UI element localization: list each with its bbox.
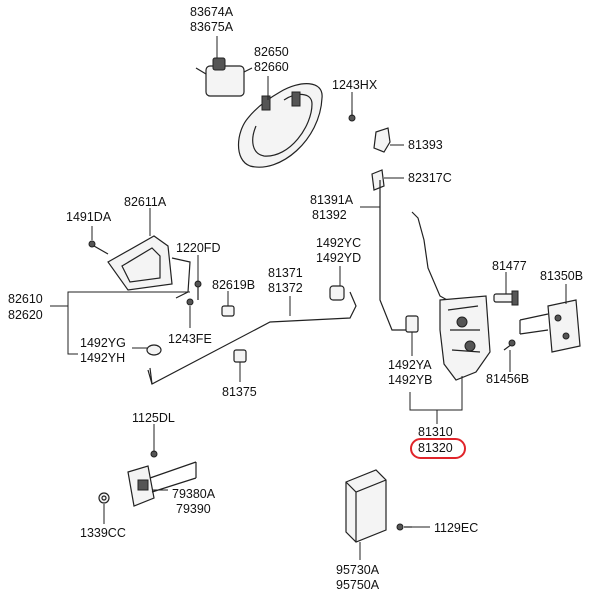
clip-81375	[233, 349, 247, 363]
label-81375: 81375	[222, 385, 257, 399]
clip-82317c	[371, 169, 385, 191]
label-79390: 79390	[176, 502, 211, 516]
screw-1243hx	[348, 110, 356, 122]
label-81393: 81393	[408, 138, 443, 152]
label-83674a: 83674A	[190, 5, 234, 19]
label-81391a: 81391A	[310, 193, 354, 207]
module-95730a	[345, 469, 387, 543]
label-81372: 81372	[268, 281, 303, 295]
label-82660: 82660	[254, 60, 289, 74]
screw-1129ec	[396, 523, 412, 531]
clip-1492ya	[405, 315, 419, 333]
label-95730a: 95730A	[336, 563, 380, 577]
label-1492yd: 1492YD	[316, 251, 362, 265]
label-1492yb: 1492YB	[388, 373, 433, 387]
outside-handle-82650	[237, 83, 323, 168]
screw-1243fe	[186, 298, 194, 306]
inside-handle-82611a	[107, 235, 191, 299]
label-82611a: 82611A	[124, 195, 167, 209]
label-1125dl: 1125DL	[132, 411, 175, 425]
label-82610: 82610	[8, 292, 43, 306]
label-1243hx: 1243HX	[332, 78, 378, 92]
label-1492yg: 1492YG	[80, 336, 126, 350]
screw-1491da	[88, 240, 109, 255]
label-82619b: 82619B	[212, 278, 256, 292]
label-1491da: 1491DA	[66, 210, 112, 224]
clip-part-83674a	[195, 57, 253, 97]
label-82620: 82620	[8, 308, 43, 322]
clip-1492yg	[146, 344, 162, 356]
label-81456b: 81456B	[486, 372, 530, 386]
label-1129ec: 1129EC	[434, 521, 479, 535]
label-81320: 81320	[418, 441, 453, 455]
label-79380a: 79380A	[172, 487, 216, 501]
label-81371: 81371	[268, 266, 303, 280]
screw-1220fd	[194, 280, 202, 300]
label-81310: 81310	[418, 425, 453, 439]
label-81350b: 81350B	[540, 269, 584, 283]
screw-81456b	[503, 339, 516, 351]
latch-assembly-81310	[439, 295, 491, 381]
label-1492yc: 1492YC	[316, 236, 362, 250]
label-82317c: 82317C	[408, 171, 452, 185]
pad-82619b	[221, 305, 235, 317]
striker-81350b	[519, 299, 581, 353]
clip-1492yc	[329, 285, 345, 301]
clip-81393	[373, 127, 391, 153]
label-1243fe: 1243FE	[168, 332, 212, 346]
label-81477: 81477	[492, 259, 527, 273]
bolt-81477	[493, 290, 519, 306]
nut-1339cc	[98, 492, 110, 504]
label-1339cc: 1339CC	[80, 526, 126, 540]
label-1492ya: 1492YA	[388, 358, 432, 372]
label-1492yh: 1492YH	[80, 351, 126, 365]
label-83675a: 83675A	[190, 20, 234, 34]
label-82650: 82650	[254, 45, 289, 59]
label-95750a: 95750A	[336, 578, 380, 592]
label-81392: 81392	[312, 208, 347, 222]
label-1220fd: 1220FD	[176, 241, 221, 255]
highlight-ring-81320	[410, 438, 466, 459]
